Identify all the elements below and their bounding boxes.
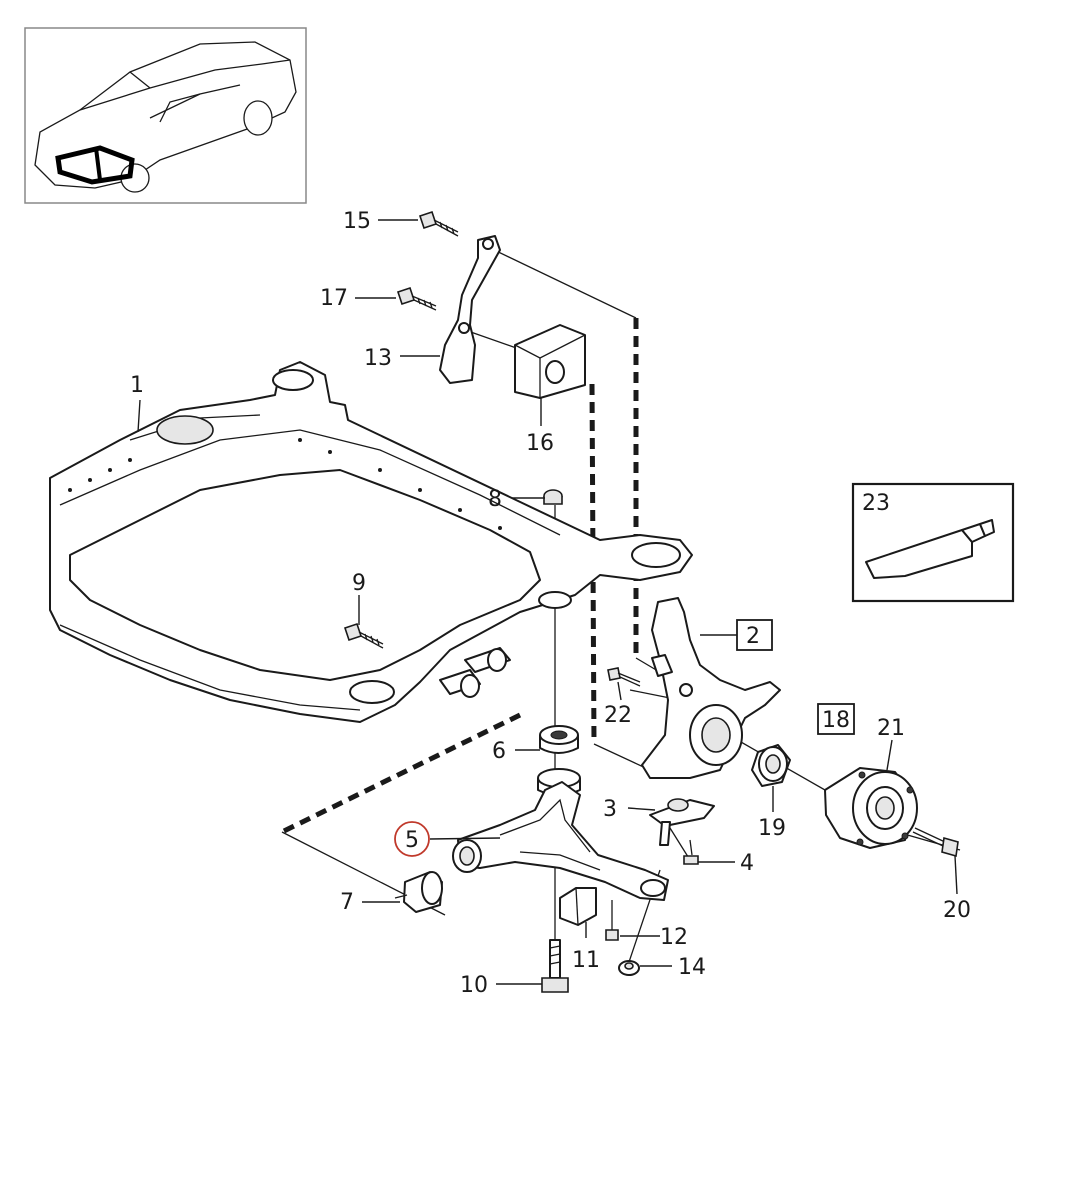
- subframe-part: [49, 361, 693, 723]
- bolt-9: [343, 622, 384, 649]
- label-part-17: 17: [320, 286, 348, 311]
- nut-8: [543, 489, 563, 505]
- label-part-19: 19: [758, 816, 786, 841]
- label-part-2: 2: [746, 624, 760, 649]
- hub-bolt: [912, 827, 959, 858]
- bolt-15: [418, 210, 459, 237]
- control-arm-part: [452, 781, 669, 901]
- label-part-4: 4: [740, 851, 754, 876]
- bolt-22: [607, 667, 641, 687]
- highlight-circle: [394, 821, 430, 857]
- bolt-17: [396, 286, 437, 311]
- car-thumbnail: [24, 27, 307, 204]
- arm-bushing-part: [394, 871, 443, 913]
- label-part-1: 1: [130, 373, 144, 398]
- part-number-labels: 1 2 3 4 5 6 7 8 9 10 11 12 13 14 15 16 1…: [130, 209, 971, 998]
- label-box-18: [817, 703, 855, 735]
- long-bolt-10: [541, 939, 569, 993]
- label-part-20: 20: [943, 898, 971, 923]
- ball-joint-part: [649, 798, 715, 846]
- car-outline-icon: [34, 41, 297, 193]
- wheel-hub-part: [824, 767, 918, 849]
- label-part-12: 12: [660, 925, 688, 950]
- label-part-7: 7: [340, 890, 354, 915]
- label-part-22: 22: [604, 703, 632, 728]
- bush-11: [559, 887, 597, 926]
- label-part-14: 14: [678, 955, 706, 980]
- small-bolt-4: [683, 839, 699, 865]
- bushing-upper: [539, 725, 579, 754]
- label-part-5: 5: [405, 828, 419, 853]
- kit-box: [851, 482, 1015, 603]
- label-part-21: 21: [877, 716, 905, 741]
- label-part-13: 13: [364, 346, 392, 371]
- label-part-15: 15: [343, 209, 371, 234]
- screw-12: [605, 929, 619, 941]
- label-part-18: 18: [822, 708, 850, 733]
- label-part-16: 16: [526, 431, 554, 456]
- label-part-3: 3: [603, 797, 617, 822]
- label-part-11: 11: [572, 948, 600, 973]
- leader-lines: [137, 219, 958, 985]
- label-part-9: 9: [352, 571, 366, 596]
- label-part-23: 23: [862, 491, 890, 516]
- label-part-10: 10: [460, 973, 488, 998]
- label-part-6: 6: [492, 739, 506, 764]
- label-part-8: 8: [488, 487, 502, 512]
- steering-knuckle-part: [641, 597, 781, 779]
- bearing-collar-part: [751, 744, 791, 787]
- rubber-block-part: [514, 324, 586, 399]
- nut-14: [618, 960, 640, 976]
- grease-tube-icon: [865, 519, 995, 579]
- bracket-part: [439, 235, 501, 384]
